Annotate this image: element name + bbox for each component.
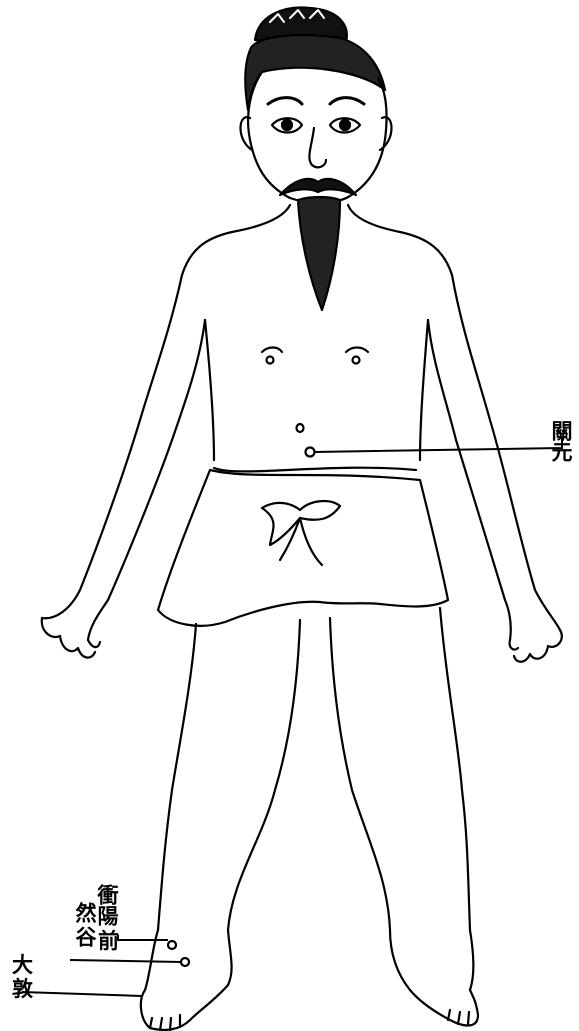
chongyang-leader [118, 935, 168, 940]
mustache [280, 179, 356, 195]
hair [245, 35, 385, 110]
label-guanyuan: 關元 [550, 420, 572, 462]
left-leg [145, 624, 196, 990]
right-arm [452, 275, 560, 630]
label-dadun-bottom: 敦 [12, 978, 33, 1000]
label-qian: 前 [98, 930, 119, 952]
label-rangu-mid: 谷 [74, 926, 96, 947]
rangu-leader [70, 960, 182, 962]
rangu-point [181, 958, 189, 966]
chongyang-point [168, 941, 176, 949]
label-dadun-top: 大 [12, 954, 33, 976]
dadun-leader [22, 992, 142, 996]
left-arm [42, 275, 182, 618]
guanyuan-leader [314, 436, 562, 452]
label-rangu-top: 然 [74, 902, 96, 923]
label-chongyang: 衝陽 [96, 884, 118, 926]
right-leg [330, 618, 410, 990]
beard [298, 197, 340, 310]
loincloth [158, 470, 448, 626]
